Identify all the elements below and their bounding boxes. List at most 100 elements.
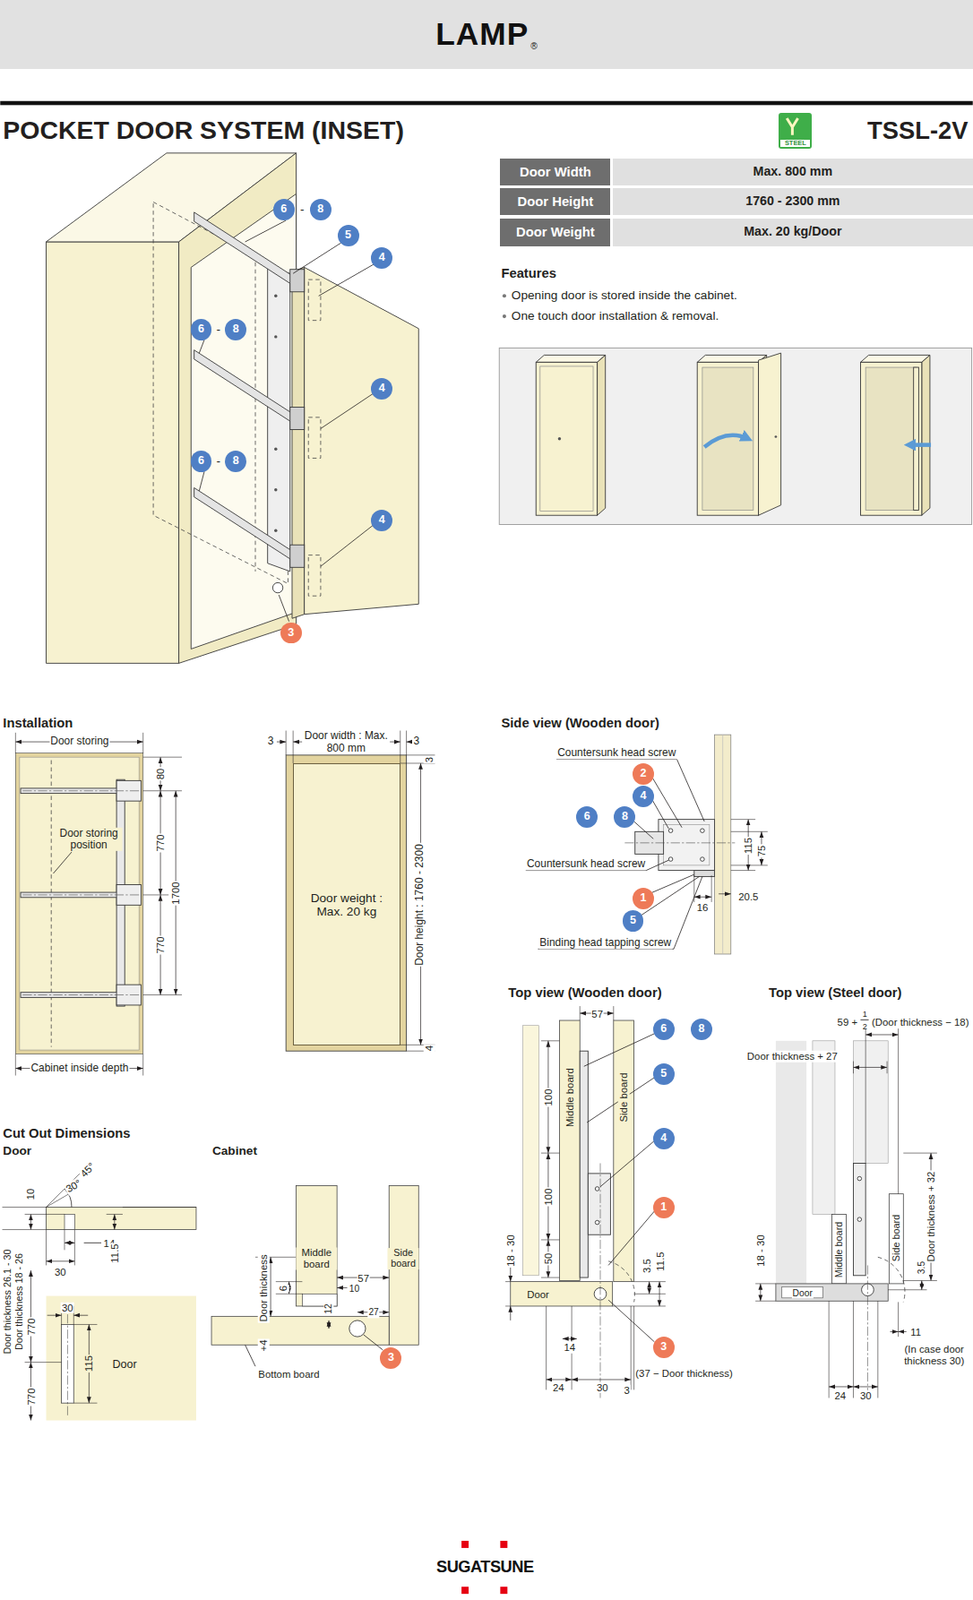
top-view-wooden-part [579, 1050, 588, 1278]
dimension-label: 4 [422, 1044, 435, 1052]
installation-cabinet-part [51, 760, 52, 1048]
top-view-steel-part [782, 1286, 824, 1299]
features-panel-part [702, 367, 754, 510]
dimension-label: 80 [154, 766, 167, 781]
top-view-wooden-part [608, 1261, 635, 1303]
callout-number: 6 [190, 318, 213, 341]
cutout-door-part [30, 1214, 32, 1230]
side-view-wooden-part [700, 857, 706, 862]
cutout-cabinet-part [270, 1257, 272, 1317]
callout-number-text: 8 [232, 455, 240, 468]
dimension-label: 50 [542, 1252, 555, 1266]
cabinet-illustration-part [179, 153, 297, 664]
part-label: Countersunk head screw [525, 859, 646, 871]
callout-number: 8 [613, 806, 636, 828]
top-view-wooden-part [600, 1140, 655, 1187]
top-view-wooden-part [600, 1162, 602, 1398]
box-text: Door Height [517, 194, 595, 209]
cabinet-illustration-part [194, 487, 293, 560]
part-label: Door storing position [55, 827, 123, 852]
part-label: Side board [618, 1072, 630, 1124]
cutout-door-part [64, 1214, 75, 1230]
top-view-steel-part [759, 1283, 761, 1301]
part-label: Middle board [296, 1248, 337, 1271]
features-panel-part [502, 293, 507, 298]
side-view-wooden-part [651, 874, 695, 894]
spec-value-cell: 1760 - 2300 mm [612, 188, 973, 216]
dimension-label: Door storing [49, 736, 110, 749]
brand-name: LAMP [435, 17, 529, 52]
callout-number: 6 [190, 450, 213, 473]
features-panel-part [535, 354, 605, 362]
cutout-door-part [2, 1229, 47, 1231]
feature-text: One touch door installation & removal. [510, 309, 721, 324]
cabinet-illustration-part [255, 255, 257, 572]
cabinet-illustration-part [292, 242, 342, 274]
callout-number: 8 [309, 198, 332, 221]
top-view-wooden-part [509, 1306, 511, 1321]
callout-number: 5 [337, 224, 360, 247]
cutout-door-part [73, 1403, 97, 1404]
box-text: STEEL [780, 139, 810, 147]
callout-number-text: 4 [660, 1132, 667, 1146]
top-view-steel [755, 1019, 938, 1400]
dimension-label: 24 [551, 1381, 566, 1394]
dimension-label: 1 [861, 1009, 869, 1019]
cutout-door-part [74, 1230, 76, 1266]
installation-cabinet-part [15, 732, 17, 754]
top-view-steel-part [852, 1386, 878, 1387]
part-label: Bottom board [257, 1369, 320, 1381]
callout-number: 3 [379, 1347, 402, 1370]
features-panel-part [540, 366, 594, 512]
top-view-wooden-part [587, 1173, 611, 1235]
top-view-steel-part [865, 1028, 867, 1163]
callout-number-text: 6 [198, 455, 205, 468]
dimension-label: 20.5 [737, 890, 759, 903]
part-label: Side board [387, 1248, 420, 1270]
callout-number-text: 6 [584, 810, 591, 824]
footer-logo-marks-part [461, 1586, 469, 1594]
cutout-door-part [122, 1206, 197, 1208]
brand-logo: SUGATSUNE [435, 1558, 535, 1576]
dimension-label: 770 [25, 1317, 38, 1337]
cutout-door-part [45, 1230, 47, 1266]
part-label: Side board [891, 1214, 903, 1263]
dimension-label: 3 [422, 756, 435, 764]
door-panel: Door weight : Max. 20 kg [292, 763, 401, 1046]
top-view-steel-part [852, 1067, 887, 1068]
dimension-label: 11.5 [108, 1243, 121, 1265]
callout-number: 6 [576, 806, 598, 828]
cabinet-illustration-part [198, 339, 205, 354]
cutout-door-part [73, 1315, 88, 1317]
cutout-door-part [46, 1169, 85, 1207]
installation-door-part [406, 741, 413, 743]
side-view-wooden-part [711, 875, 713, 903]
dimension-label: 75 [756, 844, 768, 859]
dimension-label: 770 [154, 834, 167, 853]
cabinet-illustration-part [308, 555, 321, 597]
cutout-door-part [47, 1315, 62, 1317]
top-view-wooden-part [510, 1282, 613, 1307]
callout-number-text: 4 [639, 790, 646, 803]
top-view-steel-part [755, 1300, 776, 1302]
box-text: Door weight : Max. 20 kg [297, 891, 397, 919]
dimension-label: 3 [266, 736, 276, 749]
page-title: POCKET DOOR SYSTEM (INSET) [1, 116, 405, 145]
callout-number: 5 [622, 910, 645, 932]
callout-separator: - [299, 202, 306, 216]
top-view-steel-part [852, 1041, 888, 1164]
installation-door-part [285, 755, 406, 1051]
features-panel-part [502, 314, 507, 319]
top-view-wooden-part [630, 1306, 632, 1390]
dimension-label: 30 [859, 1390, 873, 1403]
dimension-label: 100 [542, 1187, 555, 1206]
dimension-label: 57 [590, 1007, 604, 1020]
callout-number-text: 6 [660, 1023, 667, 1036]
material-badge: STEEL [778, 112, 812, 149]
dimension-label: 115 [83, 1354, 95, 1373]
top-view-steel-part [897, 1028, 899, 1195]
cabinet-illustration [46, 153, 420, 664]
side-view-wooden-part [652, 777, 682, 828]
features-panel-part [558, 437, 561, 440]
